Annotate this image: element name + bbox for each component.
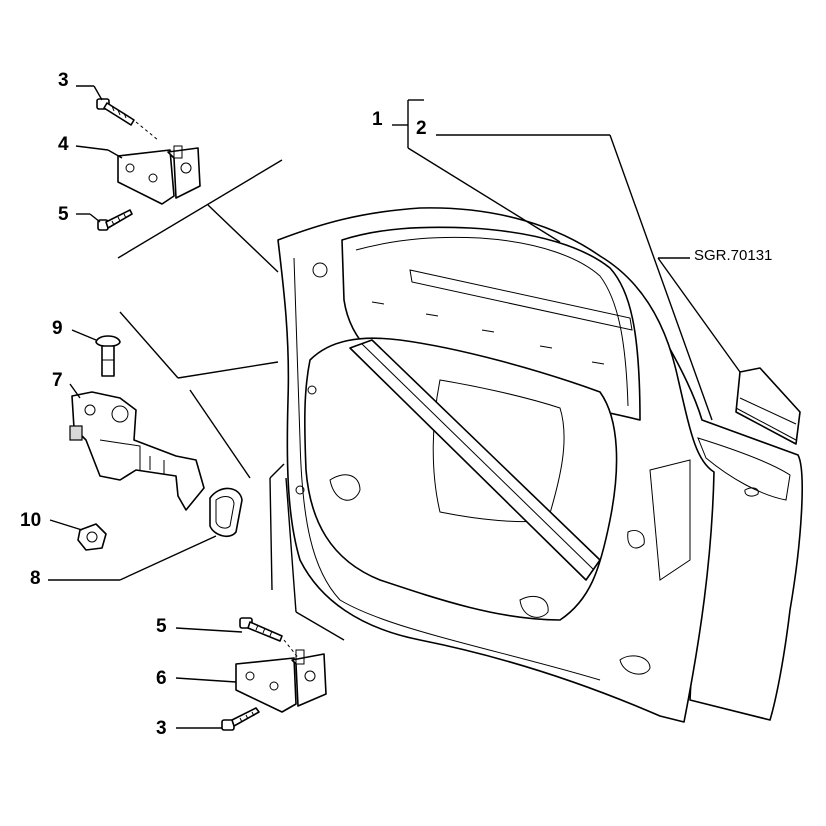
reference-code: SGR.70131 (694, 247, 772, 264)
bolt-upper (96, 98, 135, 126)
callout-8: 8 (30, 568, 41, 589)
callout-3-lower: 3 (156, 718, 167, 739)
nut (77, 523, 107, 551)
callout-7: 7 (52, 370, 63, 391)
bolt-5-lower (239, 617, 283, 642)
bolt-lower (221, 707, 260, 731)
lower-hinge-bracket (235, 649, 327, 713)
callout-10: 10 (20, 510, 41, 531)
callout-9: 9 (52, 318, 63, 339)
callout-leaders (48, 85, 741, 729)
bolt-lower-axis (283, 639, 301, 661)
bolt-upper-axis (135, 121, 159, 141)
callout-3-upper: 3 (58, 70, 69, 91)
glass-channel-trim (735, 367, 801, 445)
callout-1: 1 (372, 109, 383, 130)
hinge-pin (95, 335, 121, 377)
callout-4: 4 (58, 134, 69, 155)
callout-6: 6 (156, 668, 167, 689)
door-check-assembly (69, 391, 205, 511)
callout-5-upper: 5 (58, 204, 69, 225)
assembly-guide-lines (117, 159, 345, 641)
upper-hinge-bracket (117, 145, 201, 205)
rubber-boot (209, 487, 243, 538)
callout-2: 2 (416, 118, 427, 139)
door-inner-frame (277, 207, 715, 723)
callout-labels: 1 2 3 4 5 9 7 10 8 5 6 3 (20, 70, 427, 739)
bolt-5-upper (97, 209, 133, 231)
callout-5-lower: 5 (156, 616, 167, 637)
